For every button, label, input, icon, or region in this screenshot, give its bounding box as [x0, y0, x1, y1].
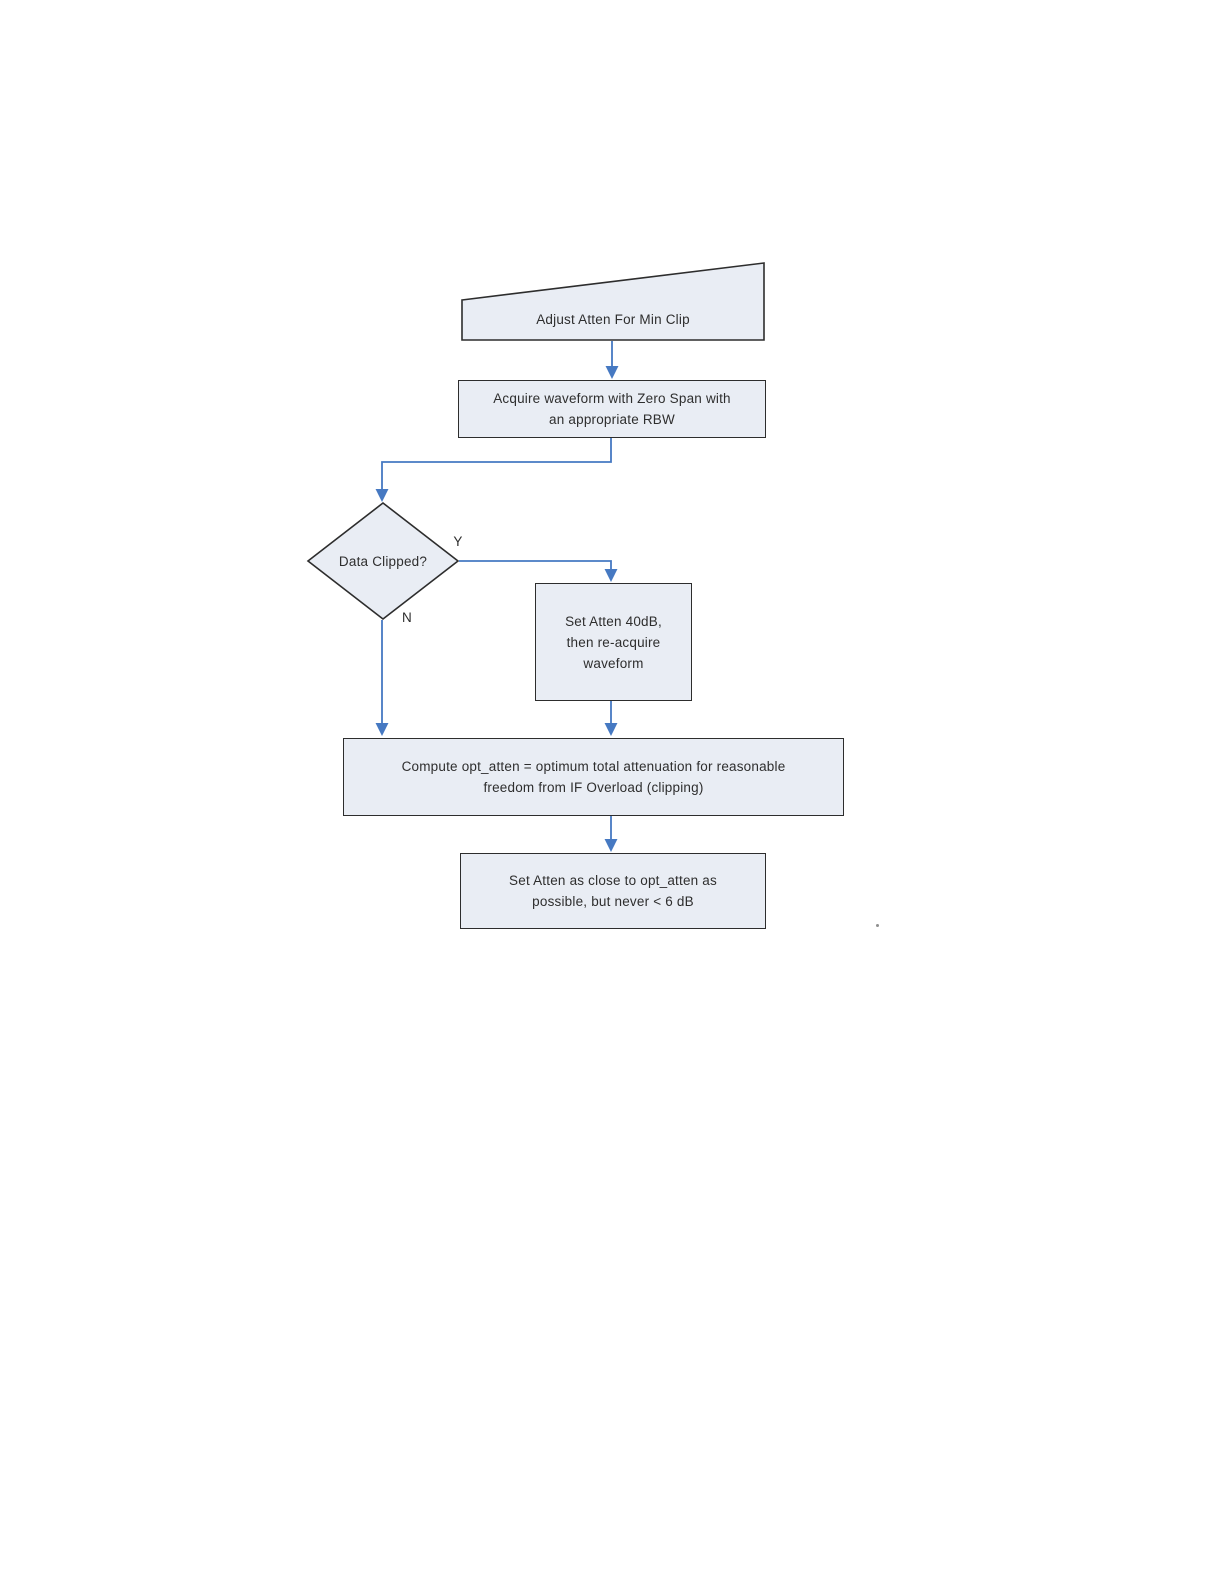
decision-diamond-shape — [306, 501, 460, 621]
set-atten-40-node: Set Atten 40dB, then re-acquire waveform — [535, 583, 692, 701]
compute-opt-atten-node: Compute opt_atten = optimum total attenu… — [343, 738, 844, 816]
start-node-label: Adjust Atten For Min Clip — [536, 311, 690, 327]
connector-decision-yes-to-set-atten-40 — [459, 560, 618, 582]
start-node-shape — [461, 262, 765, 341]
set-atten-close-node: Set Atten as close to opt_atten as possi… — [460, 853, 766, 929]
connector-acquire-to-decision — [375, 438, 612, 502]
acquire-waveform-node: Acquire waveform with Zero Span with an … — [458, 380, 766, 438]
decision-node-label: Data Clipped? — [338, 553, 428, 569]
edge-label-yes: Y — [453, 534, 463, 549]
stray-dot — [876, 924, 879, 927]
edge-label-no: N — [402, 610, 412, 625]
